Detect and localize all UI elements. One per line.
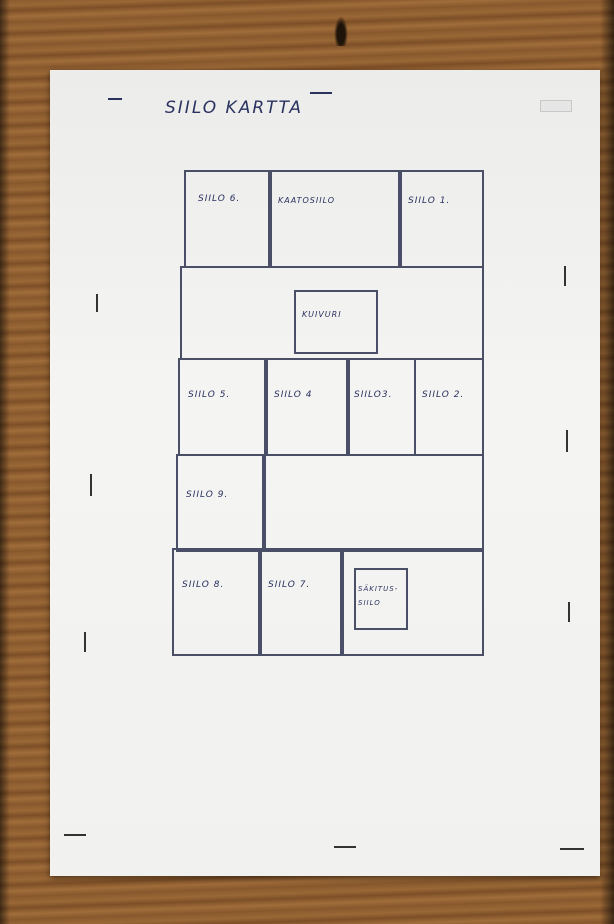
- room-siilo-8: SIILO 8.: [172, 548, 262, 656]
- nail: [334, 16, 348, 46]
- room-siilo-6: SIILO 6.: [184, 170, 272, 268]
- edge-mark: [96, 294, 98, 312]
- edge-mark: [64, 834, 86, 836]
- room-siilo-4: SIILO 4: [264, 358, 350, 456]
- edge-mark: [334, 846, 356, 848]
- room-label: SIILO 9.: [186, 490, 228, 500]
- paper-sheet: SIILO KARTTA SIILO 6. KAATOSIILO SIILO 1…: [50, 70, 600, 876]
- room-siilo-7: SIILO 7.: [258, 548, 344, 656]
- silo-floor-plan: SIILO 6. KAATOSIILO SIILO 1. KUIVURI SII…: [170, 170, 482, 656]
- room-kuivuri-area: KUIVURI: [180, 266, 484, 360]
- room-label: SIILO 7.: [268, 580, 310, 590]
- room-label: SÄKITUS-SIILO: [358, 582, 406, 610]
- room-siilo-3: SIILO3.: [346, 358, 416, 456]
- room-label: SIILO 5.: [188, 390, 230, 400]
- room-siilo-2: SIILO 2.: [414, 358, 484, 456]
- open-area: [262, 454, 484, 552]
- room-siilo-9: SIILO 9.: [176, 454, 266, 552]
- room-label: KUIVURI: [302, 310, 342, 319]
- room-kaatosiilo: KAATOSIILO: [268, 170, 402, 268]
- room-sakitus-area: SÄKITUS-SIILO: [340, 548, 484, 656]
- edge-mark: [560, 848, 584, 850]
- room-label: SIILO3.: [354, 390, 392, 400]
- edge-mark: [90, 474, 92, 496]
- corner-tag: [540, 100, 572, 112]
- title-accent-mark: [310, 92, 332, 94]
- room-label: SIILO 2.: [422, 390, 464, 400]
- pencil-mark: [108, 98, 122, 100]
- edge-mark: [566, 430, 568, 452]
- room-sakitussiilo: SÄKITUS-SIILO: [354, 568, 408, 630]
- room-label: SIILO 8.: [182, 580, 224, 590]
- page-title: SIILO KARTTA: [165, 98, 303, 118]
- room-label: KAATOSIILO: [278, 196, 335, 205]
- room-kuivuri: KUIVURI: [294, 290, 378, 354]
- edge-mark: [84, 632, 86, 652]
- room-label: SIILO 1.: [408, 196, 450, 206]
- room-label: SIILO 4: [274, 390, 312, 400]
- edge-mark: [568, 602, 570, 622]
- edge-mark: [564, 266, 566, 286]
- room-siilo-1: SIILO 1.: [398, 170, 484, 268]
- room-siilo-5: SIILO 5.: [178, 358, 268, 456]
- room-label: SIILO 6.: [198, 194, 240, 204]
